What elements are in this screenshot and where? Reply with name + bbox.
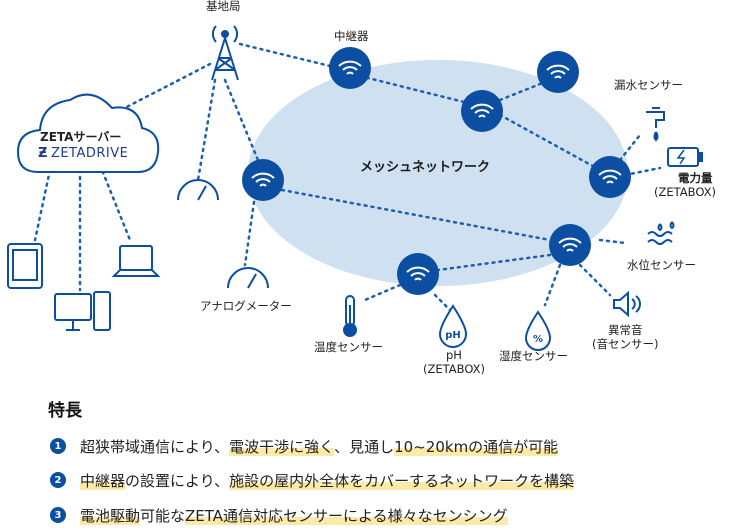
repeater-node-wifi-icon — [537, 51, 579, 93]
zetadrive-logo-mark-icon: Ƶ — [38, 146, 48, 161]
ph-sub-label: (ZETABOX) — [423, 362, 485, 376]
speaker-icon — [613, 290, 641, 318]
mesh-network-area — [248, 60, 628, 286]
base-station-label: 基地局 — [206, 0, 241, 13]
network-diagram: % pH — [7, 25, 703, 351]
water-level-sensor-label: 水位センサー — [627, 258, 696, 272]
repeater-node-wifi-icon — [461, 90, 503, 132]
features-title: 特長 — [48, 401, 82, 421]
desktop-computer-icon — [54, 291, 111, 331]
repeater-node-wifi-icon — [329, 47, 371, 89]
abnormal-sound-label: 異常音 — [608, 323, 643, 337]
battery-icon — [667, 147, 703, 167]
thermometer-icon — [343, 295, 357, 337]
mesh-network-label: メッシュネットワーク — [360, 160, 491, 175]
power-meter-label: 電力量 — [678, 171, 713, 185]
water-wave-icon — [647, 221, 675, 245]
repeater-label: 中継器 — [334, 29, 369, 43]
power-meter-sub-label: (ZETABOX) — [654, 185, 716, 199]
analog-meter-label: アナログメーター — [200, 299, 292, 313]
leak-sensor-label: 漏水センサー — [614, 78, 683, 92]
repeater-node-wifi-icon — [589, 156, 631, 198]
repeater-nodes — [242, 47, 631, 295]
cloud-server-title: ZETAサーバー — [40, 130, 122, 144]
analog-meter-icon-2 — [227, 267, 269, 289]
ph-icon-text: pH — [445, 330, 461, 341]
zetadrive-logo-text: ZETADRIVE — [50, 146, 129, 161]
feature-number-badge: 3 — [50, 507, 66, 523]
tablet-icon — [7, 243, 43, 289]
feature-item-2: 2 中継器の設置により、施設の屋内外全体をカバーするネットワークを構築 — [50, 468, 575, 492]
feature-text: 中継器の設置により、施設の屋内外全体をカバーするネットワークを構築 — [80, 471, 575, 490]
feature-item-3: 3 電池駆動可能なZETA通信対応センサーによる様々なセンシング — [50, 503, 508, 527]
repeater-node-wifi-icon — [397, 253, 439, 295]
analog-meter-icon — [177, 179, 219, 201]
cloud-icon — [16, 93, 160, 173]
laptop-icon — [111, 245, 161, 277]
abnormal-sound-sub-label: (音センサー) — [592, 337, 659, 351]
base-station-tower-icon — [211, 25, 239, 81]
humidity-sensor-label: 湿度センサー — [499, 349, 568, 363]
faucet-icon — [646, 107, 665, 142]
feature-text: 超狭帯域通信により、電波干渉に強く、見通し10~20kmの通信が可能 — [80, 437, 559, 456]
feature-number-badge: 2 — [50, 472, 66, 488]
humidity-icon-text: % — [533, 334, 543, 345]
feature-number-badge: 1 — [50, 438, 66, 454]
repeater-node-wifi-icon — [549, 224, 591, 266]
humidity-drop-icon: % — [524, 310, 552, 351]
ph-drop-icon: pH — [438, 304, 468, 348]
ph-label: pH — [446, 348, 462, 362]
feature-text: 電池駆動可能なZETA通信対応センサーによる様々なセンシング — [80, 506, 508, 525]
repeater-node-wifi-icon — [242, 159, 284, 201]
feature-item-1: 1 超狭帯域通信により、電波干渉に強く、見通し10~20kmの通信が可能 — [50, 434, 559, 458]
temperature-sensor-label: 温度センサー — [314, 340, 383, 354]
